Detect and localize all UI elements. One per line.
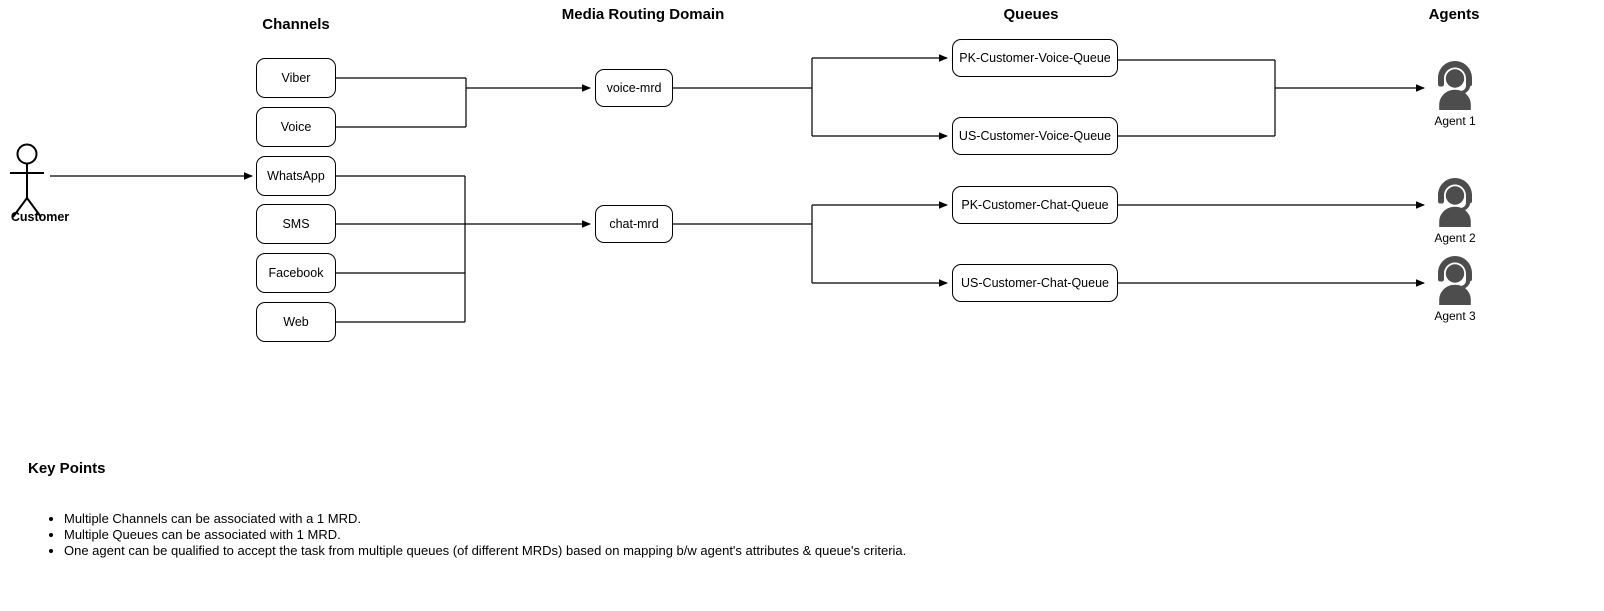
customer-label: Customer [10, 210, 70, 224]
queue-label: PK-Customer-Chat-Queue [961, 198, 1109, 212]
mrd-label: chat-mrd [609, 217, 659, 231]
column-header-media-routing-domain: Media Routing Domain [561, 6, 725, 23]
channel-node-whatsapp[interactable]: WhatsApp [256, 156, 336, 196]
agent-label: Agent 2 [1434, 231, 1476, 245]
key-points-list: Multiple Channels can be associated with… [28, 511, 1128, 559]
agent-1: Agent 1 [1410, 58, 1500, 136]
channel-node-facebook[interactable]: Facebook [256, 253, 336, 293]
agent-2: Agent 2 [1410, 175, 1500, 253]
channel-label: Viber [281, 71, 311, 85]
queue-node-pk-customer-chat-queue[interactable]: PK-Customer-Chat-Queue [952, 186, 1118, 224]
mrd-node-voice-mrd[interactable]: voice-mrd [595, 69, 673, 107]
key-points-item: Multiple Queues can be associated with 1… [64, 527, 1128, 543]
agent-label: Agent 3 [1434, 309, 1476, 323]
key-points-item: One agent can be qualified to accept the… [64, 543, 1128, 559]
column-header-agents: Agents [1428, 6, 1480, 23]
key-points-item: Multiple Channels can be associated with… [64, 511, 1128, 527]
key-points-section: Key Points Multiple Channels can be asso… [28, 460, 1128, 559]
channel-label: WhatsApp [267, 169, 325, 183]
agent-headset-icon [1438, 256, 1472, 305]
mrd-node-chat-mrd[interactable]: chat-mrd [595, 205, 673, 243]
queue-label: PK-Customer-Voice-Queue [959, 51, 1111, 65]
queue-node-pk-customer-voice-queue[interactable]: PK-Customer-Voice-Queue [952, 39, 1118, 77]
queue-label: US-Customer-Voice-Queue [958, 129, 1112, 143]
channel-label: Voice [280, 120, 312, 134]
stick-figure-person-icon [10, 143, 44, 218]
channel-node-sms[interactable]: SMS [256, 204, 336, 244]
agent-headset-icon [1438, 178, 1472, 227]
customer-actor: Customer [0, 142, 80, 232]
column-header-channels: Channels [262, 16, 330, 33]
channel-label: Facebook [268, 266, 324, 280]
channel-label: SMS [282, 217, 310, 231]
mrd-label: voice-mrd [606, 81, 662, 95]
agent-label: Agent 1 [1434, 114, 1476, 128]
queue-node-us-customer-voice-queue[interactable]: US-Customer-Voice-Queue [952, 117, 1118, 155]
channel-node-web[interactable]: Web [256, 302, 336, 342]
channel-label: Web [283, 315, 309, 329]
agent-headset-icon [1438, 61, 1472, 110]
column-header-queues: Queues [1003, 6, 1059, 23]
channel-node-voice[interactable]: Voice [256, 107, 336, 147]
queue-node-us-customer-chat-queue[interactable]: US-Customer-Chat-Queue [952, 264, 1118, 302]
channel-node-viber[interactable]: Viber [256, 58, 336, 98]
key-points-title: Key Points [28, 460, 106, 477]
queue-label: US-Customer-Chat-Queue [961, 276, 1109, 290]
agent-3: Agent 3 [1410, 253, 1500, 331]
